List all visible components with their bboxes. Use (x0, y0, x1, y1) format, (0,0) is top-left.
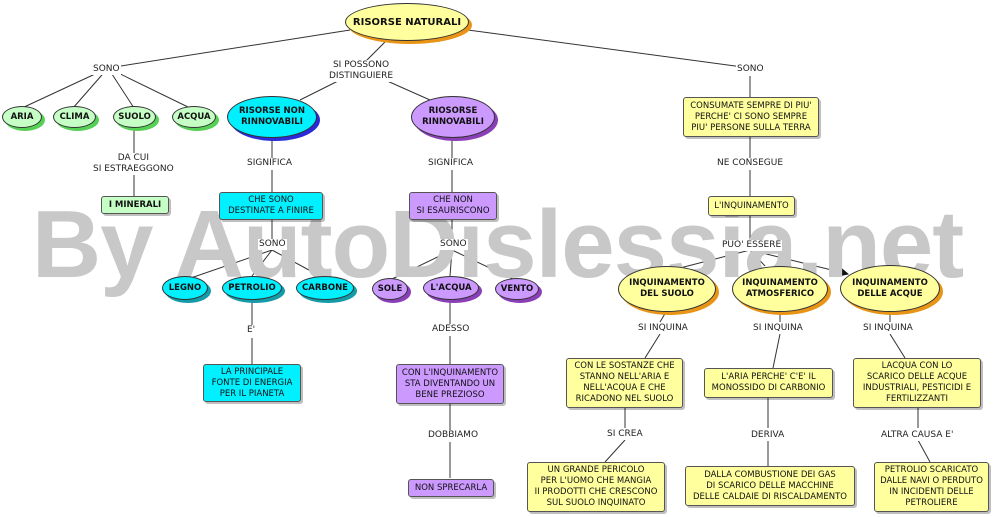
label-si-inquina-1: SI INQUINA (637, 323, 689, 334)
label-si-crea: SI CREA (606, 429, 644, 440)
node-suolo[interactable]: SUOLO (113, 106, 156, 128)
node-sostanze[interactable]: CON LE SOSTANZE CHE STANNO NELL'ARIA E N… (566, 358, 683, 408)
node-carbone[interactable]: CARBONE (296, 276, 354, 300)
node-minerali[interactable]: I MINERALI (101, 196, 169, 214)
node-vento[interactable]: VENTO (495, 278, 539, 300)
label-e: E' (246, 325, 257, 336)
node-consumate[interactable]: CONSUMATE SEMPRE DI PIU' PERCHE' CI SONO… (683, 97, 819, 137)
node-rinnovabili[interactable]: RIOSORSE RINNOVABILI (411, 96, 495, 138)
node-inq-atmosferico[interactable]: INQUINAMENTO ATMOSFERICO (732, 266, 828, 312)
label-sono-right: SONO (736, 64, 765, 75)
label-altra-causa: ALTRA CAUSA E' (880, 430, 955, 441)
label-adesso: ADESSO (431, 324, 471, 335)
root-node[interactable]: RISORSE NATURALI (345, 3, 469, 41)
node-sole[interactable]: SOLE (372, 278, 408, 300)
label-ne-consegue: NE CONSEGUE (716, 158, 785, 169)
node-petrolio[interactable]: PETROLIO (222, 276, 282, 300)
node-scarico-acque[interactable]: LACQUA CON LO SCARICO DELLE ACQUE INDUST… (853, 358, 981, 408)
node-aria[interactable]: ARIA (2, 106, 42, 128)
node-non-esauriscono[interactable]: CHE NON SI ESAURISCONO (409, 192, 497, 220)
label-significa-1: SIGNIFICA (246, 158, 293, 169)
node-acqua[interactable]: ACQUA (172, 106, 216, 128)
label-da-cui: DA CUI SI ESTRAEGGONO (92, 153, 175, 175)
label-si-inquina-2: SI INQUINA (752, 323, 804, 334)
node-combustione[interactable]: DALLA COMBUSTIONE DEI GAS DI SCARICO DEL… (685, 466, 855, 506)
node-clima[interactable]: CLIMA (53, 106, 96, 128)
label-si-inquina-3: SI INQUINA (862, 323, 914, 334)
node-aria-carbonio[interactable]: L'ARIA PERCHE' C'E' IL MONOSSIDO DI CARB… (704, 368, 833, 398)
node-inq-acque[interactable]: INQUINAMENTO DELLE ACQUE (840, 265, 940, 312)
node-principale[interactable]: LA PRINCIPALE FONTE DI ENERGIA PER IL PI… (203, 364, 301, 402)
node-destinate[interactable]: CHE SONO DESTINATE A FINIRE (219, 192, 323, 220)
node-pericolo[interactable]: UN GRANDE PERICOLO PER L'UOMO CHE MANGIA… (527, 462, 665, 512)
label-sono-r: SONO (439, 239, 468, 250)
label-sono-left: SONO (92, 64, 121, 75)
node-inq-suolo[interactable]: INQUINAMENTO DEL SUOLO (618, 266, 716, 312)
label-sono-nr: SONO (258, 239, 287, 250)
node-bene-prezioso[interactable]: CON L'INQUINAMENTO STA DIVENTANDO UN BEN… (396, 364, 504, 404)
node-petrolio-scaricato[interactable]: PETROLIO SCARICATO DALLE NAVI O PERDUTO … (874, 462, 989, 512)
node-legno[interactable]: LEGNO (162, 276, 208, 300)
label-significa-2: SIGNIFICA (427, 158, 474, 169)
node-inquinamento[interactable]: L'INQUINAMENTO (708, 196, 795, 216)
node-non-sprecarla[interactable]: NON SPRECARLA (408, 479, 494, 497)
node-non-rinnovabili[interactable]: RISORSE NON RINNOVABILI (227, 96, 317, 138)
label-dobbiamo: DOBBIAMO (427, 430, 480, 441)
label-deriva: DERIVA (750, 430, 786, 441)
node-l-acqua[interactable]: L'ACQUA (423, 276, 479, 300)
label-si-possono: SI POSSONO DISTINGUIERE (328, 60, 395, 82)
label-puo-essere: PUO' ESSERE (721, 240, 783, 251)
